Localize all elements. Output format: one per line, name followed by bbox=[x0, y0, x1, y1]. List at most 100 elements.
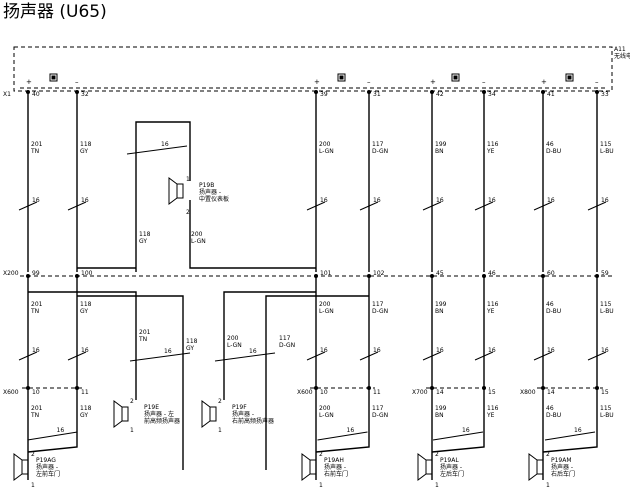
gauge-label: 16 bbox=[436, 347, 444, 354]
pin-number: 39 bbox=[320, 91, 328, 98]
gauge-mark bbox=[533, 351, 553, 361]
gauge-mark bbox=[214, 352, 276, 362]
speaker-icon bbox=[528, 453, 544, 481]
speaker-name: 中置仪表板 bbox=[199, 195, 229, 203]
speaker-pin: 2 bbox=[546, 451, 550, 458]
speaker-name: 左前车门 bbox=[36, 470, 60, 478]
connector-x600b: X600 bbox=[297, 389, 313, 396]
speaker-icon bbox=[121, 406, 129, 422]
wire-circuit-label: 117 bbox=[279, 335, 291, 342]
polarity-mark: – bbox=[75, 78, 79, 86]
speaker-icon bbox=[301, 453, 317, 481]
speaker-output-icon bbox=[565, 73, 574, 82]
wire-color-label: TN bbox=[30, 308, 39, 315]
wire-door-return bbox=[431, 388, 485, 453]
wire-circuit-label: 118 bbox=[186, 338, 198, 345]
gauge-label: 16 bbox=[164, 348, 172, 355]
wire-circuit-label: 117 bbox=[372, 141, 384, 148]
polarity-mark: – bbox=[482, 78, 486, 86]
speaker-icon bbox=[168, 177, 178, 205]
polarity-mark: + bbox=[26, 78, 32, 86]
gauge-label: 16 bbox=[488, 347, 496, 354]
pin-number: 102 bbox=[373, 270, 385, 277]
gauge-mark bbox=[533, 201, 553, 211]
connector-x700: X700 bbox=[412, 389, 428, 396]
speaker-icon bbox=[301, 453, 311, 481]
wire-color-label: YE bbox=[486, 412, 495, 419]
speaker-name: 扬声器 - bbox=[324, 463, 346, 471]
wire-color-label: L-BU bbox=[600, 308, 614, 315]
gauge-label: 16 bbox=[161, 141, 169, 148]
wire-color-label: GY bbox=[80, 148, 88, 155]
pin-number: 46 bbox=[488, 270, 496, 277]
wire-color-label: L-GN bbox=[227, 342, 242, 349]
gauge-mark bbox=[544, 431, 596, 441]
wire-circuit-label: 118 bbox=[80, 301, 92, 308]
speaker-icon bbox=[176, 183, 184, 199]
wire-color-label: GY bbox=[186, 345, 194, 352]
gauge-label: 16 bbox=[373, 197, 381, 204]
wire-door-return bbox=[315, 388, 370, 453]
speaker-pin: 1 bbox=[31, 482, 35, 489]
speaker-id: P19AM bbox=[551, 457, 572, 464]
gauge-mark bbox=[359, 201, 379, 211]
speaker-icon bbox=[113, 400, 123, 428]
connector-x800: X800 bbox=[520, 389, 536, 396]
wire-color-label: D-GN bbox=[372, 308, 388, 315]
gauge-label: 16 bbox=[32, 347, 40, 354]
wire-color-label: L-GN bbox=[319, 412, 334, 419]
speaker-pin: 2 bbox=[130, 398, 134, 405]
pin-number: 45 bbox=[436, 270, 444, 277]
wire-p19f bbox=[223, 291, 316, 400]
polarity-mark: + bbox=[430, 78, 436, 86]
speaker-pin: 2 bbox=[31, 451, 35, 458]
pin-number: 32 bbox=[81, 91, 89, 98]
gauge-label: 16 bbox=[436, 197, 444, 204]
pin-number: 40 bbox=[32, 91, 40, 98]
module-name: 无线电 bbox=[614, 52, 630, 60]
module-code: A11 bbox=[614, 46, 626, 53]
gauge-mark bbox=[306, 201, 326, 211]
pin-number: 101 bbox=[320, 270, 332, 277]
gauge-label: 16 bbox=[547, 197, 555, 204]
wire-circuit-label: 115 bbox=[600, 141, 612, 148]
pin-number: 59 bbox=[601, 270, 609, 277]
gauge-label: 16 bbox=[320, 197, 328, 204]
wire-circuit-label: 201 bbox=[31, 405, 43, 412]
wire-color-label: L-BU bbox=[600, 412, 614, 419]
speaker-id: P19AL bbox=[440, 457, 459, 464]
wire-p19e-return bbox=[77, 295, 184, 470]
wire-circuit-label: 116 bbox=[487, 405, 499, 412]
speaker-pin: 2 bbox=[319, 451, 323, 458]
gauge-mark bbox=[67, 351, 87, 361]
speaker-name: 前高频扬声器 bbox=[144, 417, 180, 425]
speaker-output-icon bbox=[451, 73, 460, 82]
pin-number: 33 bbox=[601, 91, 609, 98]
speaker-name: 右前高频扬声器 bbox=[232, 417, 274, 425]
speaker-pin: 1 bbox=[186, 176, 190, 183]
wire-color-label: D-BU bbox=[546, 148, 561, 155]
speaker-icon bbox=[168, 177, 184, 205]
pin-number: 10 bbox=[32, 389, 40, 396]
gauge-mark bbox=[474, 201, 494, 211]
speaker-output-icon bbox=[451, 73, 460, 82]
wire-circuit-label: 200 bbox=[319, 141, 331, 148]
wire-circuit-label: 46 bbox=[546, 405, 554, 412]
gauge-mark bbox=[18, 351, 38, 361]
wire-circuit-label: 199 bbox=[435, 141, 447, 148]
gauge-mark bbox=[317, 431, 368, 441]
gauge-mark bbox=[27, 431, 78, 441]
speaker-name: 右后车门 bbox=[551, 470, 575, 478]
wire-p19f-return bbox=[265, 295, 369, 470]
pin-number: 15 bbox=[488, 389, 496, 396]
wire-p19e bbox=[28, 291, 137, 400]
speaker-icon bbox=[309, 459, 317, 475]
speaker-pin: 2 bbox=[218, 398, 222, 405]
pin-number: 34 bbox=[488, 91, 496, 98]
wire-color-label: L-GN bbox=[319, 148, 334, 155]
gauge-mark bbox=[422, 201, 442, 211]
gauge-label: 16 bbox=[249, 348, 257, 355]
speaker-icon bbox=[417, 453, 427, 481]
gauge-mark bbox=[422, 351, 442, 361]
wire-color-label: YE bbox=[486, 148, 495, 155]
